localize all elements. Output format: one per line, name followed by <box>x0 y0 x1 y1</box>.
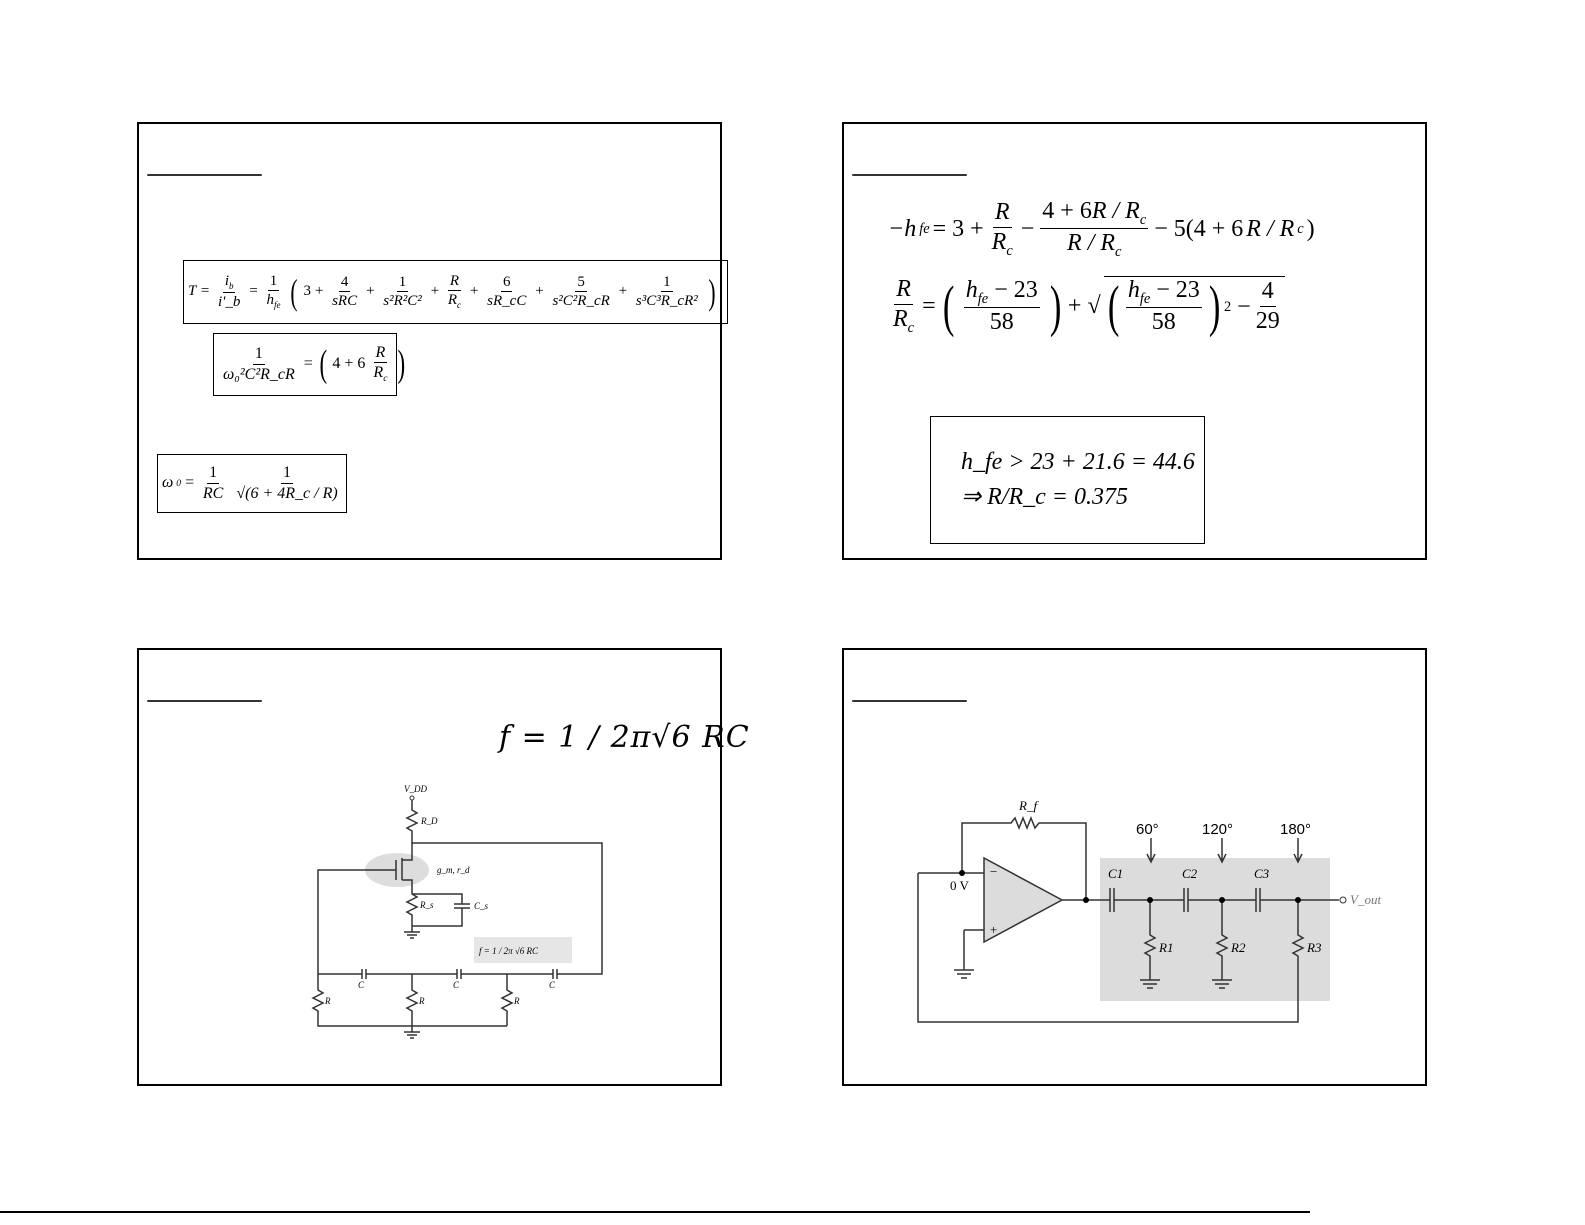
title-underline <box>147 174 262 176</box>
title-underline <box>852 700 967 702</box>
ratio-result: ⇒ R/R_c = 0.375 <box>961 484 1128 510</box>
phase-180-label: 180° <box>1280 821 1311 838</box>
slide-4: R_f 60° 120° 180° C1 C2 C3 R1 R2 R3 0 V … <box>842 648 1427 1086</box>
hfe-result: h_fe > 23 + 21.6 = 44.6 <box>961 449 1195 475</box>
cs-label: C_s <box>474 901 489 911</box>
rs-label: R_s <box>419 900 434 910</box>
inverting-input-label: − <box>990 864 997 879</box>
handwritten-frequency-formula: f = 1 / 2π√6 RC <box>499 720 750 755</box>
phase-120-label: 120° <box>1202 821 1233 838</box>
c-label: C <box>453 980 460 990</box>
rd-label: R_D <box>420 816 438 826</box>
fet-phase-shift-oscillator-circuit: V_DD R_D g_m, r_d R_s C_s f = 1 / 2π √6 … <box>311 784 603 1039</box>
c2-label: C2 <box>1182 866 1198 881</box>
r-label: R <box>418 996 425 1006</box>
omega-sqrt-denominator: √(6 + 4R_c / R) <box>236 484 338 502</box>
noninverting-input-label: + <box>990 922 997 937</box>
vdd-label: V_DD <box>404 784 427 794</box>
page-bottom-rule <box>0 1211 1310 1213</box>
r-label: R <box>513 996 520 1006</box>
r1-label: R1 <box>1158 940 1173 955</box>
zero-volt-label: 0 V <box>950 878 970 893</box>
r-label: R <box>324 996 331 1006</box>
omega-condition-denominator: ω₀²C²R_cR <box>223 365 295 383</box>
phase-60-label: 60° <box>1136 821 1159 838</box>
result-box: h_fe > 23 + 21.6 = 44.6 ⇒ R/R_c = 0.375 <box>930 416 1205 544</box>
r3-label: R3 <box>1306 940 1322 955</box>
c3-label: C3 <box>1254 866 1270 881</box>
frequency-formula-label: f = 1 / 2π √6 RC <box>479 946 539 956</box>
vout-label: V_out <box>1350 892 1381 907</box>
term-denominator: s³C³R_cR² <box>635 293 698 310</box>
rf-label: R_f <box>1018 798 1039 813</box>
term-denominator: sR_cC <box>487 293 527 310</box>
c-label: C <box>358 980 365 990</box>
r2-label: R2 <box>1230 940 1246 955</box>
term-denominator: s²C²R_cR <box>552 293 610 310</box>
title-underline <box>147 700 262 702</box>
ratio-denominator: i'_b <box>217 293 241 310</box>
c1-label: C1 <box>1108 866 1123 881</box>
opamp-phase-shift-oscillator-circuit: R_f 60° 120° 180° C1 C2 C3 R1 R2 R3 0 V … <box>917 798 1381 1023</box>
gm-label: g_m, r_d <box>437 865 470 875</box>
slide-3: f = 1 / 2π√6 RC V_DD R_D g_m, r_d R_s C_… <box>137 648 749 1086</box>
title-underline <box>852 174 967 176</box>
c-label: C <box>549 980 556 990</box>
